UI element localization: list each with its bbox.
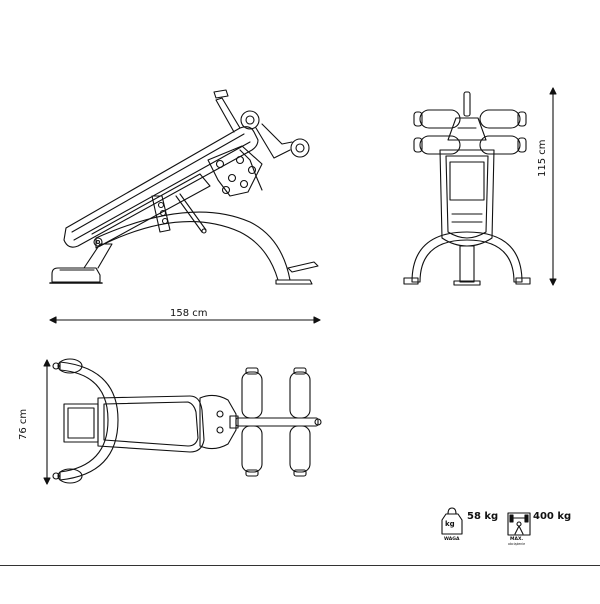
max-load-value: 400 kg — [533, 511, 572, 522]
front-roller-lower-right — [479, 135, 521, 155]
side-arched-base — [95, 211, 291, 281]
side-view — [49, 89, 319, 285]
bottom-divider — [0, 565, 600, 566]
side-adjust-plate — [207, 145, 263, 197]
width-label: 76 cm — [18, 408, 29, 440]
top-seat-pad — [63, 403, 99, 443]
top-rear-frame — [59, 361, 119, 481]
top-view — [52, 358, 322, 484]
side-rear-foot — [51, 267, 101, 283]
svg-text:kg: kg — [445, 520, 455, 528]
width-dimension-line — [43, 359, 51, 485]
svg-text:MAX.: MAX. — [510, 536, 523, 542]
side-backrest-pad — [63, 126, 259, 248]
length-dimension-line — [49, 316, 321, 324]
front-roller-upper-right — [479, 109, 521, 129]
top-backrest-pad — [97, 395, 205, 453]
top-roller-right-upper — [289, 371, 311, 419]
side-roller-lower — [290, 138, 310, 158]
top-roller-left-upper — [241, 371, 263, 419]
height-dimension-line — [549, 87, 557, 286]
side-roller-upper — [240, 110, 260, 130]
weight-value: 58 kg — [467, 511, 499, 522]
top-roller-right-lower — [289, 425, 311, 473]
max-load-spec: 400 kg — [508, 511, 571, 522]
weight-spec: 58 kg — [440, 511, 498, 522]
side-upright — [151, 195, 171, 233]
front-arched-base — [411, 231, 523, 283]
side-front-foot — [275, 279, 313, 285]
front-view — [403, 91, 531, 286]
svg-text:WAGA: WAGA — [444, 536, 460, 542]
length-label: 158 cm — [170, 308, 208, 319]
height-label: 115 cm — [537, 139, 548, 177]
barbell-max-load-icon: MAX. obciążenie — [507, 512, 531, 546]
top-roller-left-lower — [241, 425, 263, 473]
svg-text:obciążenie: obciążenie — [508, 542, 525, 546]
front-roller-upper-left — [419, 109, 461, 129]
weight-kettlebell-icon: kg WAGA — [441, 507, 463, 542]
